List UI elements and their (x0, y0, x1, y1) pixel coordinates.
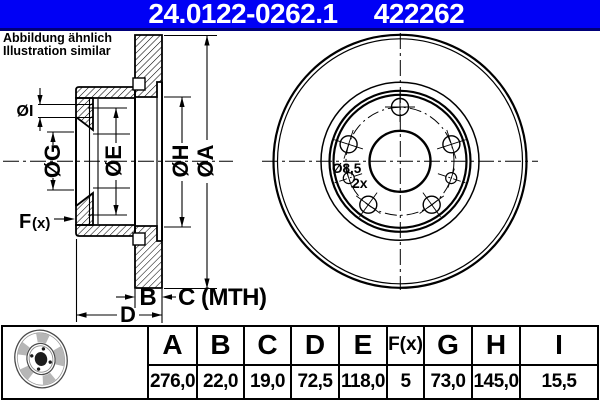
similarity-note: Abbildung ähnlich Illustration similar (3, 32, 112, 58)
front-view: Ø8,5 2x (262, 33, 538, 290)
part-number-banner: 24.0122-0262.1 422262 (0, 0, 600, 31)
dim-label-b: B (139, 284, 156, 311)
col-header-a: A (147, 325, 198, 366)
dimensions-table: A B C D E F(x) G H I 276,0 22,0 19,0 72,… (1, 325, 599, 400)
value-h: 145,0 (471, 363, 521, 400)
hole-diameter-label: Ø8,5 (332, 161, 362, 176)
col-header-g: G (423, 325, 473, 366)
dim-label-f: F (19, 211, 31, 233)
col-header-d: D (290, 325, 340, 366)
section-hatched-solids (75, 34, 163, 289)
value-e: 118,0 (338, 363, 388, 400)
col-header-e: E (338, 325, 388, 366)
note-line-en: Illustration similar (3, 44, 111, 58)
value-a: 276,0 (147, 363, 198, 400)
disc-thumbnail-icon (14, 329, 68, 389)
section-view: ØI ØG ØE (3, 34, 267, 327)
dim-label-e: ØE (101, 145, 126, 177)
set-screw-holes (342, 172, 458, 185)
dimension-f: F (x) (19, 211, 75, 233)
dim-label-i: ØI (17, 103, 34, 120)
dimension-d (75, 239, 162, 322)
center-lines (262, 33, 538, 290)
value-f: 5 (386, 363, 425, 400)
col-header-i: I (519, 325, 599, 366)
dimension-i (37, 88, 93, 131)
part-number-text: 24.0122-0262.1 (148, 0, 338, 29)
dim-label-h: ØH (168, 145, 193, 178)
col-header-c: C (243, 325, 292, 366)
set-screw-hole-marks (331, 168, 469, 188)
value-c: 19,0 (243, 363, 292, 400)
note-line-de: Abbildung ähnlich (3, 31, 113, 45)
dim-label-g: ØG (40, 144, 65, 178)
col-header-f: F(x) (386, 325, 425, 366)
dimension-g (47, 131, 74, 191)
reference-number-text: 422262 (373, 0, 465, 29)
dim-label-c: C (MTH) (178, 284, 266, 311)
hole-count-label: 2x (352, 175, 368, 191)
disc-thumbnail-cell (1, 325, 149, 400)
dimension-b (116, 289, 176, 323)
dimension-a (164, 34, 217, 290)
dim-label-a: ØA (193, 144, 218, 177)
dim-label-f-sub: (x) (32, 215, 50, 232)
section-step-notches (132, 77, 146, 246)
section-edge-lines (75, 82, 163, 241)
value-i: 15,5 (519, 363, 599, 400)
dimension-e (88, 107, 127, 216)
col-header-h: H (471, 325, 521, 366)
dim-label-d: D (120, 302, 136, 327)
value-g: 73,0 (423, 363, 473, 400)
dimension-h (164, 96, 191, 228)
col-header-b: B (196, 325, 245, 366)
value-d: 72,5 (290, 363, 340, 400)
value-b: 22,0 (196, 363, 245, 400)
bolt-hole-cross-marks (334, 92, 466, 218)
